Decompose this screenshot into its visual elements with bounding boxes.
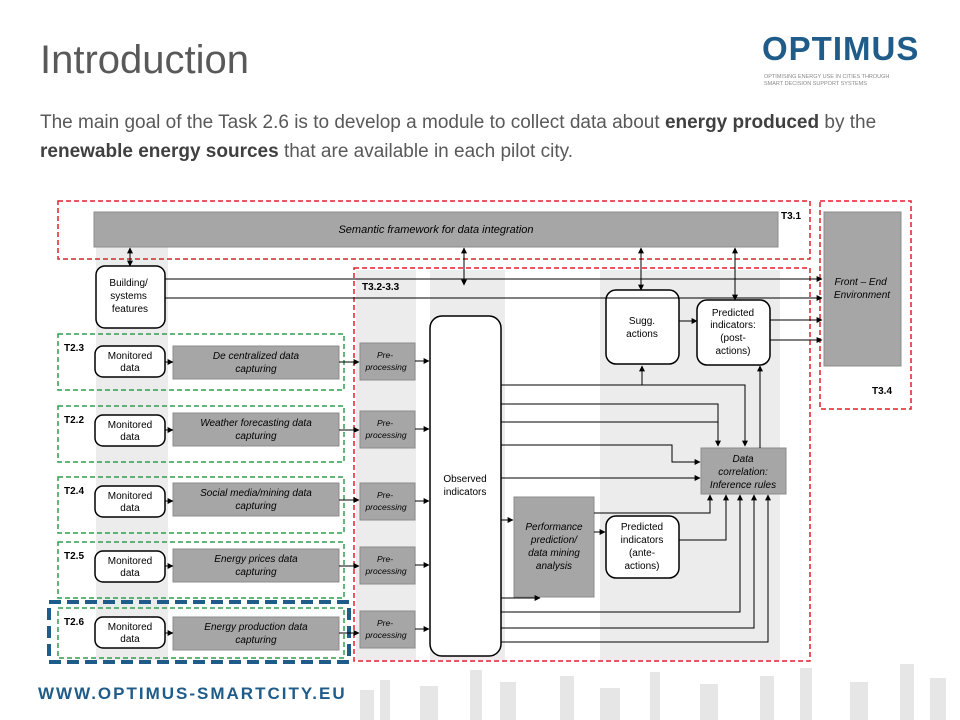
task-label-t31: T3.1 <box>781 211 801 222</box>
region-t22 <box>57 405 345 463</box>
front-end-label: Front – End Environment <box>834 277 891 301</box>
task-label-t3233: T3.2-3.3 <box>362 282 400 293</box>
connectors <box>127 247 823 643</box>
logo-tagline-line-1: OPTIMISING ENERGY USE IN CITIES THROUGH <box>764 74 890 80</box>
capture-box <box>172 345 340 380</box>
sugg-actions-label: Sugg.actions <box>626 316 658 340</box>
task-label-t22: T2.2 <box>64 415 84 426</box>
intro-paragraph: The main goal of the Task 2.6 is to deve… <box>40 108 920 166</box>
region-t25 <box>57 541 345 599</box>
preprocessing-box <box>359 482 416 521</box>
intro-text: The main goal of the Task 2.6 is to deve… <box>40 112 665 133</box>
capture-box <box>172 548 340 583</box>
logo-wordmark: OPTIMUS <box>762 30 920 67</box>
capture-box <box>172 412 340 447</box>
semantic-framework-label: Semantic framework for data integration <box>338 224 533 236</box>
task-label-t23: T2.3 <box>64 343 84 354</box>
city-skyline-decoration <box>360 664 946 720</box>
preprocessing-box <box>359 546 416 585</box>
footer-url: WWW.OPTIMUS-SMARTCITY.EU <box>38 684 347 703</box>
preprocessing-label: Pre-processing <box>364 418 406 440</box>
intro-text: that are available in each pilot city. <box>278 141 573 162</box>
intro-bold-phrase: renewable energy sources <box>40 141 279 162</box>
preprocessing-label: Pre-processing <box>364 618 406 640</box>
data-correlation-box <box>700 447 787 495</box>
logo-tagline: OPTIMISING ENERGY USE IN CITIES THROUGH … <box>764 74 934 88</box>
intro-text: by the <box>819 112 877 133</box>
preprocessing-label: Pre-processing <box>364 490 406 512</box>
sugg-actions-box <box>605 289 680 365</box>
preprocessing-label: Pre-processing <box>364 554 406 576</box>
region-t24 <box>57 476 345 534</box>
logo-tagline-line-2: SMART DECISION SUPPORT SYSTEMS <box>764 81 867 87</box>
observed-indicators-box <box>429 315 502 657</box>
task-label-t26: T2.6 <box>64 617 84 628</box>
performance-box <box>513 496 595 598</box>
capture-box <box>172 482 340 517</box>
preprocessing-label: Pre-processing <box>364 350 406 372</box>
region-t31 <box>57 200 811 260</box>
intro-bold-phrase: energy produced <box>664 112 820 133</box>
region-t34 <box>819 200 912 410</box>
task-label-t34: T3.4 <box>872 386 892 397</box>
task-label-t25: T2.5 <box>64 551 84 562</box>
semantic-framework-box <box>93 211 779 248</box>
front-end-box <box>823 211 902 367</box>
optimus-logo: OPTIMUS OPTIMISING ENERGY USE IN CITIES … <box>762 30 932 92</box>
page-title: Introduction <box>40 38 250 82</box>
predicted-ante-box <box>605 515 680 579</box>
building-label: Building/ systems features <box>109 278 150 315</box>
preprocessing-box <box>359 342 416 381</box>
region-t26-highlight <box>47 600 351 664</box>
task-label-t24: T2.4 <box>64 486 84 497</box>
region-t3233 <box>353 267 811 662</box>
preprocessing-box <box>359 610 416 649</box>
